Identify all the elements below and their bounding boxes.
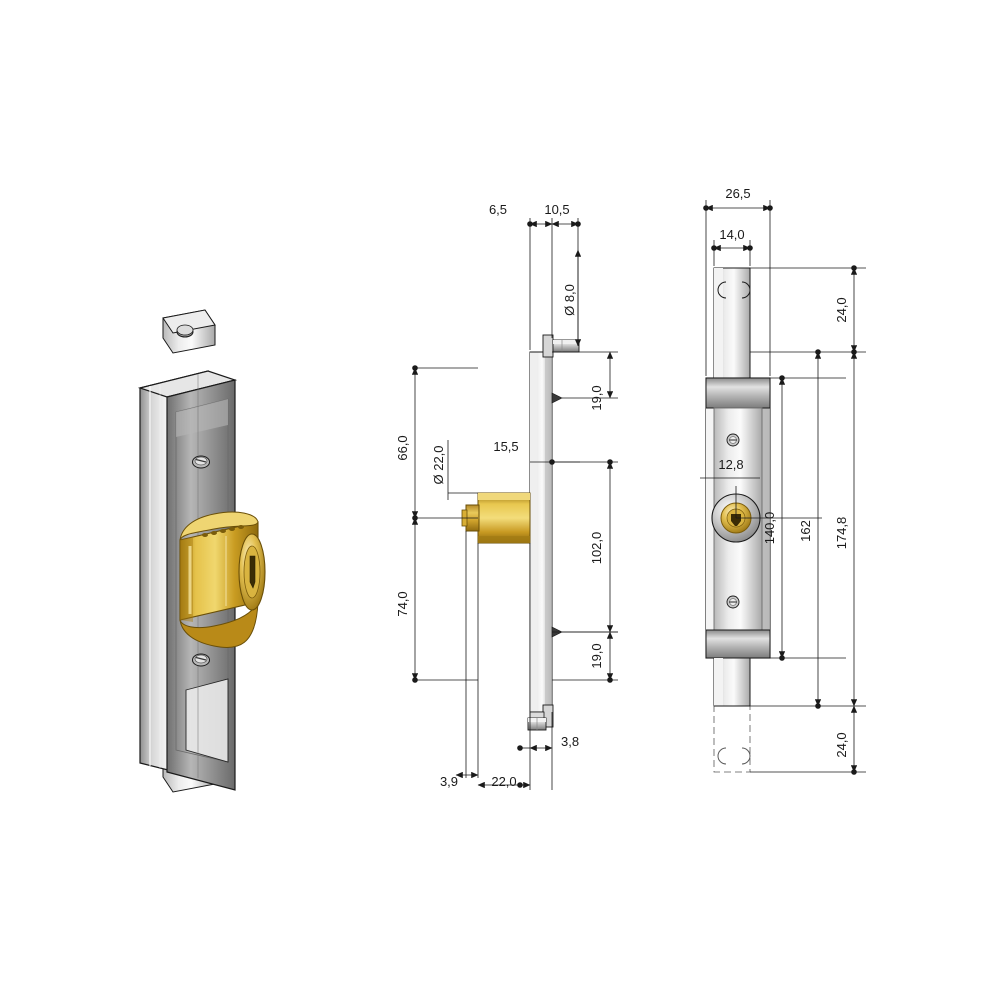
side-view-dimensions [411,218,618,790]
dim-162: 162 [798,520,813,542]
dim-22-0: 22,0 [491,774,516,789]
brass-cylinder-side [461,492,531,544]
dim-19-0-top: 19,0 [589,385,604,410]
front-body [705,377,771,659]
lock-body [137,370,238,791]
front-upper-screw [726,433,740,447]
dim-140-0: 140,0 [762,512,777,545]
dim-3-9: 3,9 [440,774,458,789]
brass-cylinder-perspective [179,511,266,649]
front-bottom-tab [713,657,751,773]
dim-3-8: 3,8 [561,734,579,749]
front-lower-screw [726,595,740,609]
upper-fixing-screw [192,455,210,469]
side-view: 6,5 10,5 Ø 8,0 19,0 66,0 Ø 22,0 15,5 102… [395,202,618,790]
front-view-dimensions [700,200,866,775]
dim-10-5: 10,5 [544,202,569,217]
lower-fixing-screw [192,653,210,667]
dim-dia-22: Ø 22,0 [431,445,446,484]
perspective-view [137,309,266,793]
dim-74-0: 74,0 [395,591,410,616]
dim-24-0-bottom: 24,0 [834,732,849,757]
dim-174-8: 174,8 [834,517,849,550]
dim-12-8: 12,8 [718,457,743,472]
dim-24-0-top: 24,0 [834,297,849,322]
dim-66-0: 66,0 [395,435,410,460]
front-top-tab [713,267,751,379]
dim-15-5: 15,5 [493,439,518,454]
front-view: 26,5 14,0 24,0 12,8 140,0 162 174,8 24,0 [700,186,866,775]
dim-dia-8: Ø 8,0 [562,284,577,316]
dim-102-0: 102,0 [589,532,604,565]
top-boss [542,334,580,358]
pin-holes [202,525,244,537]
dim-6-5: 6,5 [489,202,507,217]
top-mounting-tab [162,309,216,354]
bottom-boss [527,704,554,731]
dim-19-0-bottom: 19,0 [589,643,604,668]
dim-14-0: 14,0 [719,227,744,242]
dim-26-5: 26,5 [725,186,750,201]
